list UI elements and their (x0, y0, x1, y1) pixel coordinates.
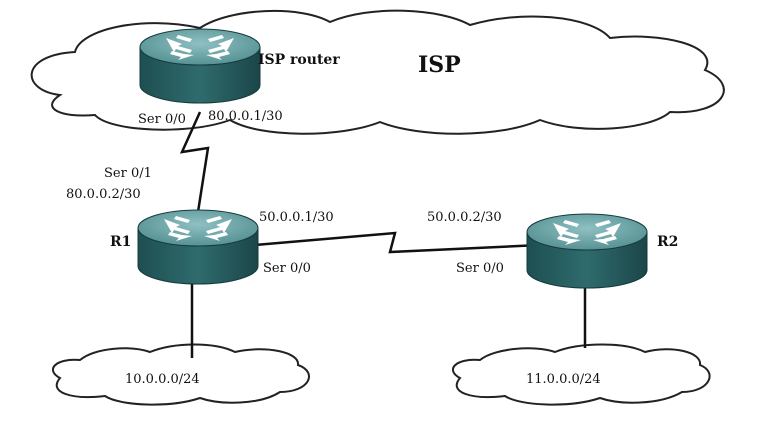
lan1-label: 10.0.0.0/24 (125, 372, 200, 387)
r2-serial-ip: 50.0.0.2/30 (427, 210, 502, 225)
isp-router-ip: 80.0.0.1/30 (208, 109, 283, 124)
router-r2 (526, 213, 648, 289)
router-r1 (137, 209, 259, 285)
isp-r1-serial-link (179, 111, 210, 213)
lan2-cloud (452, 343, 711, 406)
router-icon (526, 213, 648, 289)
isp-router (139, 28, 261, 104)
isp-router-interface: Ser 0/0 (138, 112, 186, 127)
r1-uplink-interface: Ser 0/1 (104, 166, 152, 181)
r2-serial-interface: Ser 0/0 (456, 261, 504, 276)
lan2-label: 11.0.0.0/24 (526, 372, 601, 387)
r1-serial-interface: Ser 0/0 (263, 261, 311, 276)
r2-name: R2 (657, 234, 678, 250)
r1-serial-ip: 50.0.0.1/30 (259, 210, 334, 225)
r1-name: R1 (110, 234, 131, 250)
lan1-cloud (52, 343, 310, 406)
router-icon (139, 28, 261, 104)
isp-router-name: ISP router (258, 52, 340, 68)
r1-r2-serial-link (254, 231, 541, 254)
router-icon (137, 209, 259, 285)
r1-uplink-ip: 80.0.0.2/30 (66, 187, 141, 202)
isp-cloud (30, 9, 725, 135)
isp-cloud-label: ISP (418, 52, 461, 78)
